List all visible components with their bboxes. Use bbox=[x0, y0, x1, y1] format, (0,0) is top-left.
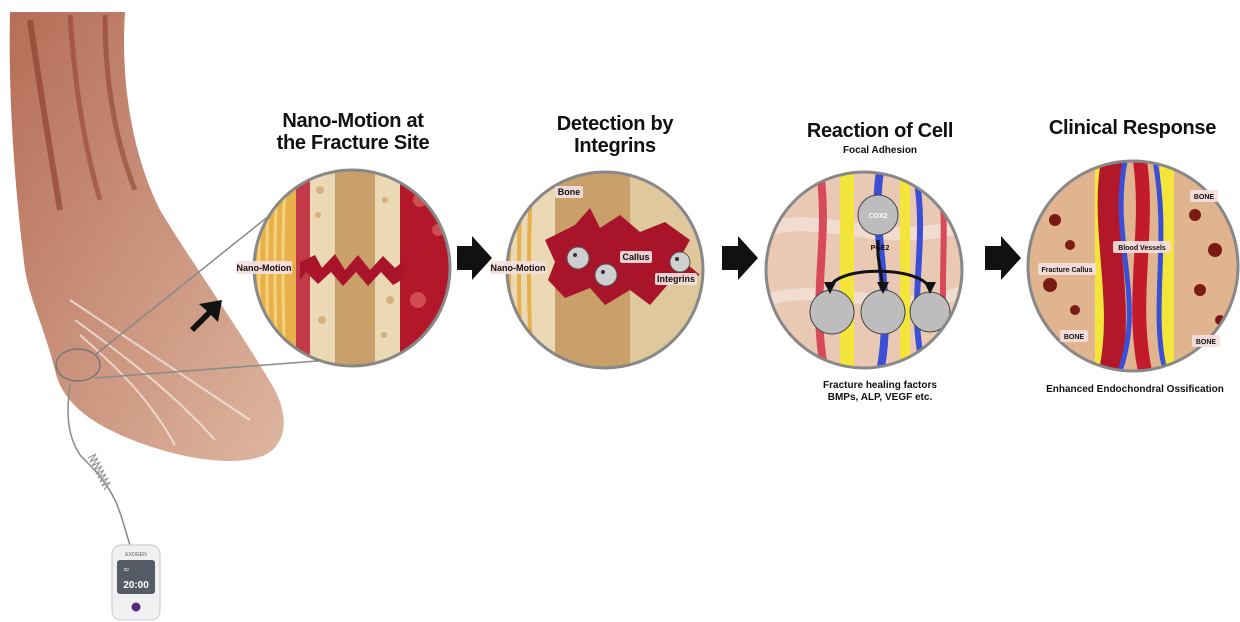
arrow-to-stage3 bbox=[722, 236, 758, 280]
device-brand: EXOGEN bbox=[125, 552, 147, 558]
stage2-label-callus: Callus bbox=[622, 252, 649, 262]
stage4-label-bone-bottom-right: BONE bbox=[1196, 339, 1217, 346]
stage2-label-bone: Bone bbox=[558, 187, 581, 197]
stage2-label-integrins: Integrins bbox=[657, 274, 695, 284]
stage4-label-bone-top: BONE bbox=[1194, 194, 1215, 201]
stage4-label-bone-bottom-left: BONE bbox=[1064, 334, 1085, 341]
stage3-label-pge2: PGE2 bbox=[871, 245, 890, 252]
stage4-label-blood-vessels: Blood Vessels bbox=[1118, 245, 1166, 252]
stage1-label-nano-motion: Nano-Motion bbox=[237, 263, 292, 273]
device-button bbox=[132, 603, 141, 612]
stage1-circle: Nano-Motion bbox=[236, 165, 460, 375]
stage3-circle: COX2 PGE2 bbox=[766, 172, 966, 372]
stage4-label-fracture-callus: Fracture Callus bbox=[1042, 267, 1093, 274]
arrow-to-stage2 bbox=[457, 236, 492, 280]
stage4-circle: BONE Blood Vessels Fracture Callus BONE … bbox=[1028, 161, 1238, 371]
arrow-to-stage4 bbox=[985, 236, 1021, 280]
stage2-circle: Bone Nano-Motion Callus Integrins bbox=[490, 170, 705, 370]
device-wifi-icon: ≈ bbox=[123, 565, 130, 574]
stage3-label-cox2: COX2 bbox=[868, 213, 887, 220]
device-time: 20:00 bbox=[123, 580, 149, 591]
stage2-label-nano-motion: Nano-Motion bbox=[491, 263, 546, 273]
